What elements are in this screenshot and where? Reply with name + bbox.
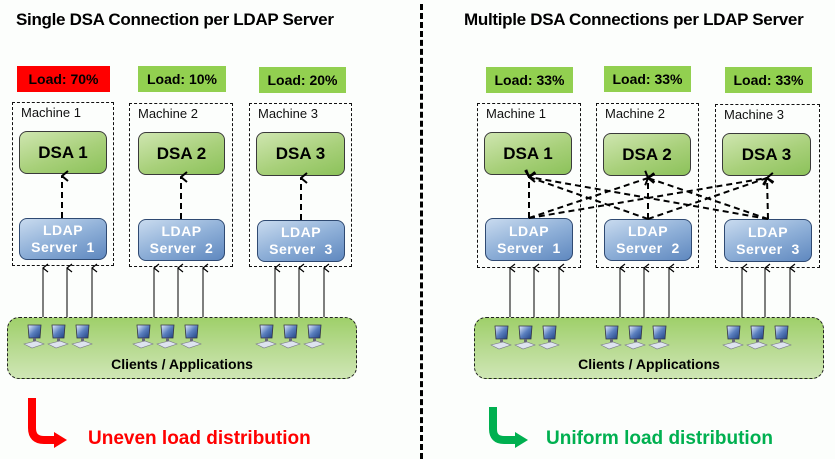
clients-applications-group: Clients / Applications: [7, 317, 357, 379]
clients-applications-group: Clients / Applications: [474, 317, 824, 379]
ldap-label-line2: Server 1: [31, 239, 95, 255]
clients-label: Clients / Applications: [111, 356, 253, 372]
right-panel-title: Multiple DSA Connections per LDAP Server: [464, 10, 804, 29]
dsa-3-node: DSA 3: [722, 133, 811, 176]
ldap-label-line1: LDAP: [508, 222, 550, 239]
dsa-1-node: DSA 1: [19, 131, 107, 174]
panel-divider: [420, 4, 423, 459]
load-badge-machine-1: Load: 33%: [486, 67, 573, 93]
outcome-uniform-text: Uniform load distribution: [546, 428, 773, 449]
machine-label: Machine 1: [486, 106, 546, 121]
load-badge-machine-1: Load: 70%: [17, 66, 110, 92]
load-badge-machine-3: Load: 33%: [725, 67, 812, 93]
dsa-1-node: DSA 1: [484, 132, 572, 175]
ldap-label-line2: Server 2: [149, 240, 214, 256]
dsa-3-node: DSA 3: [256, 132, 345, 176]
machine-label: Machine 1: [21, 105, 81, 120]
ldap-label-line1: LDAP: [161, 223, 202, 239]
ldap-label-line2: Server 3: [736, 240, 800, 257]
machine-label: Machine 2: [605, 106, 665, 121]
curved-arrow-icon-red: [28, 398, 67, 448]
ldap-label-line1: LDAP: [42, 222, 84, 238]
load-badge-machine-2: Load: 10%: [138, 66, 226, 92]
curved-arrow-icon-green: [489, 407, 528, 448]
ldap-label-line1: LDAP: [627, 223, 669, 239]
load-badge-machine-2: Load: 33%: [604, 66, 691, 92]
ldap-label-line2: Server 3: [269, 241, 333, 257]
clients-label: Clients / Applications: [578, 356, 720, 372]
dsa-2-node: DSA 2: [603, 133, 691, 176]
machine-1-box: Machine 1: [12, 102, 114, 266]
ldap-server-2-node: LDAP Server 2: [604, 219, 692, 261]
ldap-server-2-node: LDAP Server 2: [138, 219, 225, 261]
client-request-arrows: [42, 263, 796, 317]
ldap-label-line2: Server 2: [616, 240, 680, 256]
ldap-server-1-node: LDAP Server 1: [485, 218, 573, 261]
dsa-2-node: DSA 2: [138, 132, 225, 175]
ldap-server-1-node: LDAP Server 1: [19, 218, 107, 260]
ldap-label-line1: LDAP: [747, 223, 789, 240]
ldap-label-line2: Server 1: [497, 239, 561, 256]
machine-label: Machine 3: [258, 106, 318, 121]
load-badge-machine-3: Load: 20%: [259, 67, 346, 93]
machine-label: Machine 2: [138, 106, 198, 121]
ldap-label-line1: LDAP: [280, 224, 322, 240]
ldap-server-3-node: LDAP Server 3: [257, 220, 345, 262]
left-panel-title: Single DSA Connection per LDAP Server: [16, 10, 334, 29]
outcome-uneven-text: Uneven load distribution: [88, 428, 311, 449]
ldap-server-3-node: LDAP Server 3: [724, 219, 812, 262]
machine-label: Machine 3: [724, 107, 784, 122]
